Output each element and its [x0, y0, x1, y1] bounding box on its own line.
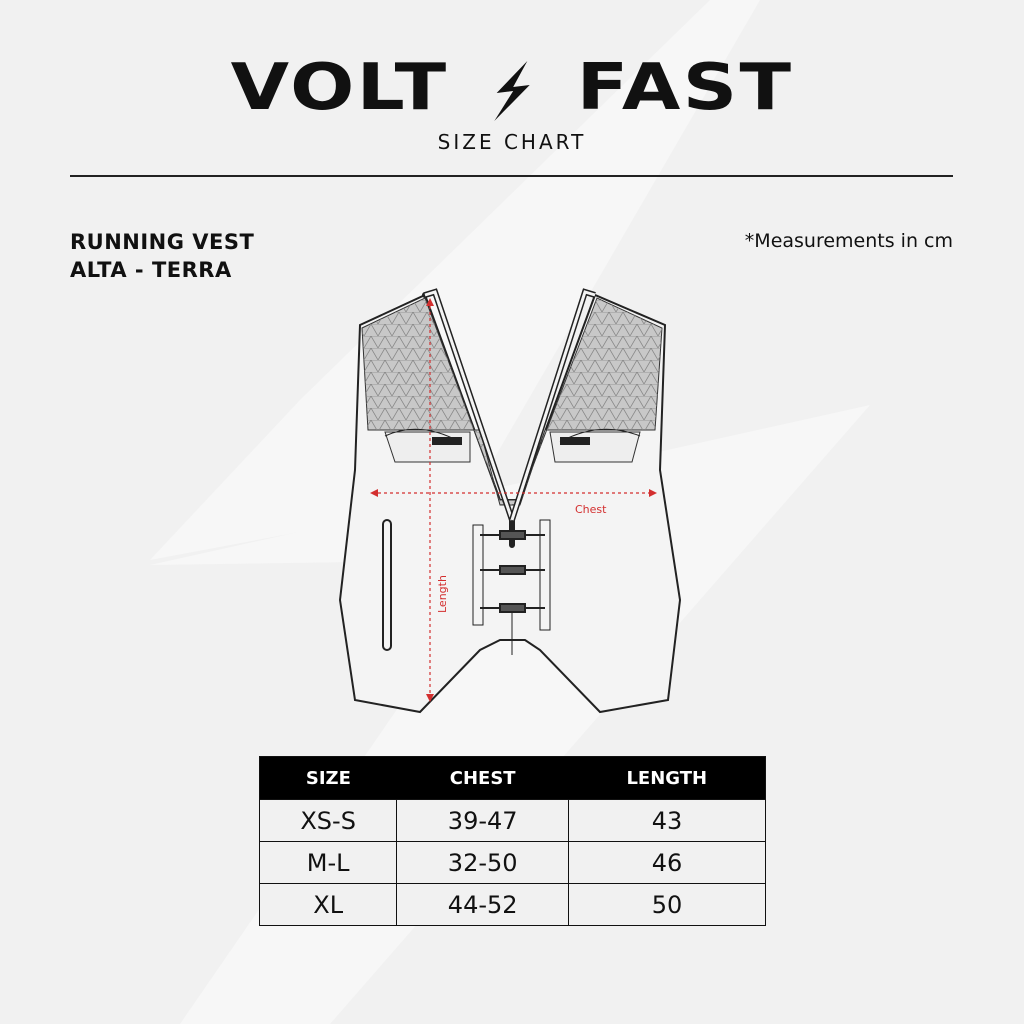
cell-length: 46	[568, 841, 766, 884]
product-line-1: RUNNING VEST	[70, 230, 255, 254]
table-row: XS-S 39-47 43	[258, 799, 766, 842]
chest-label: Chest	[575, 503, 607, 516]
brand-right: FAST	[576, 51, 794, 125]
length-label: Length	[436, 575, 449, 613]
vest-diagram: Chest Length	[338, 288, 682, 714]
cell-chest: 32-50	[396, 841, 570, 884]
table-row: M-L 32-50 46	[258, 841, 766, 884]
table-header-row: SIZE CHEST LENGTH	[259, 756, 766, 800]
measurement-note: *Measurements in cm	[744, 230, 953, 252]
header-size: SIZE	[259, 756, 397, 800]
lightning-bolt-icon	[493, 61, 530, 122]
product-line-2: ALTA - TERRA	[70, 258, 232, 282]
cell-size: M-L	[258, 841, 398, 884]
cell-chest: 44-52	[396, 883, 570, 926]
cell-length: 50	[568, 883, 766, 926]
cell-size: XS-S	[258, 799, 398, 842]
cell-length: 43	[568, 799, 766, 842]
page-subtitle: SIZE CHART	[437, 130, 587, 154]
product-name: RUNNING VEST ALTA - TERRA	[70, 228, 254, 284]
size-table: SIZE CHEST LENGTH XS-S 39-47 43 M-L 32-5…	[258, 756, 766, 926]
header-chest: CHEST	[396, 756, 569, 800]
divider	[70, 175, 953, 177]
brand-left: VOLT	[230, 51, 449, 125]
cell-size: XL	[258, 883, 398, 926]
cell-chest: 39-47	[396, 799, 570, 842]
header-length: LENGTH	[568, 756, 766, 800]
brand-logo: VOLT FAST	[0, 52, 1024, 124]
table-row: XL 44-52 50	[258, 883, 766, 926]
